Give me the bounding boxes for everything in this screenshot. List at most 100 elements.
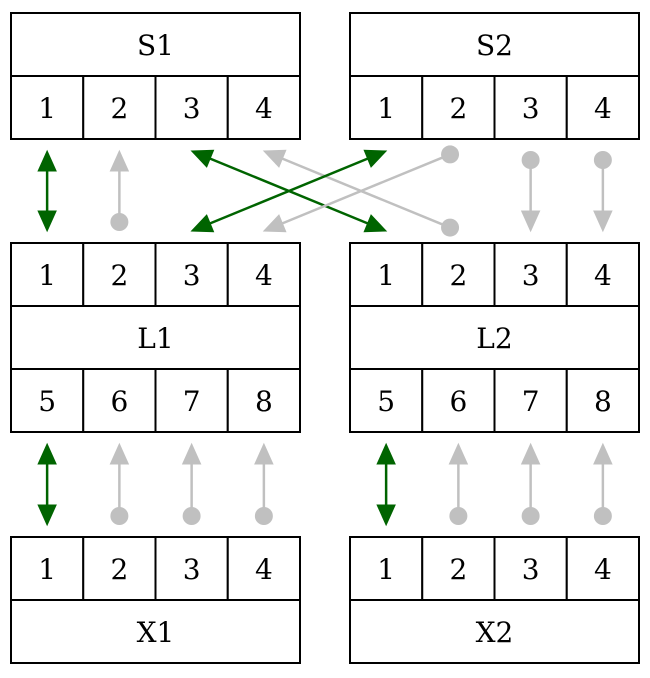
- edge-s1-1-to-l1-1[interactable]: [37, 149, 57, 233]
- port-label: 2: [449, 92, 467, 125]
- port-cell[interactable]: [421, 536, 496, 601]
- edge-start-dot: [521, 151, 540, 169]
- port-l2-2[interactable]: 2: [421, 242, 496, 307]
- edge-l1-7-to-x1-3[interactable]: [181, 442, 202, 525]
- port-s2-4[interactable]: 4: [565, 75, 640, 140]
- port-cell[interactable]: [10, 536, 85, 601]
- port-l1-4[interactable]: 4: [226, 242, 301, 307]
- node-title-cell: [10, 599, 301, 664]
- port-cell[interactable]: [226, 242, 301, 307]
- edge-s1-2-to-l1-2[interactable]: [109, 149, 130, 231]
- port-l1-3[interactable]: 3: [154, 242, 229, 307]
- edge-s1-4-to-l2-2[interactable]: [262, 149, 460, 237]
- edge-start-arrowhead: [363, 149, 388, 168]
- edge-end-dot: [441, 218, 460, 237]
- port-cell[interactable]: [565, 536, 640, 601]
- port-cell[interactable]: [82, 368, 157, 433]
- port-s1-3[interactable]: 3: [154, 75, 229, 140]
- port-l2-1[interactable]: 1: [349, 242, 424, 307]
- port-cell[interactable]: [10, 75, 85, 140]
- port-label: 3: [522, 553, 540, 586]
- edge-line: [281, 157, 451, 229]
- port-label: 6: [110, 385, 128, 418]
- port-label: 4: [594, 259, 612, 292]
- port-cell[interactable]: [493, 368, 568, 433]
- port-x2-3[interactable]: 3: [493, 536, 568, 601]
- edge-end-dot: [521, 507, 540, 525]
- port-cell[interactable]: [226, 75, 301, 140]
- edge-end-arrowhead: [190, 214, 215, 233]
- port-x2-4[interactable]: 4: [565, 536, 640, 601]
- node-title: L1: [137, 322, 173, 355]
- port-s1-1[interactable]: 1: [10, 75, 85, 140]
- node-title: L2: [476, 322, 512, 355]
- edge-l2-7-to-x2-3[interactable]: [520, 442, 541, 525]
- port-cell[interactable]: [421, 75, 496, 140]
- edge-start-arrowhead: [262, 149, 287, 168]
- port-x1-3[interactable]: 3: [154, 536, 229, 601]
- node-title-cell: [10, 12, 301, 77]
- port-l1-5[interactable]: 5: [10, 368, 85, 433]
- port-label: 2: [110, 553, 128, 586]
- edge-l2-6-to-x2-2[interactable]: [448, 442, 469, 525]
- port-l2-3[interactable]: 3: [493, 242, 568, 307]
- port-l2-7[interactable]: 7: [493, 368, 568, 433]
- port-x2-1[interactable]: 1: [349, 536, 424, 601]
- edge-line: [281, 153, 451, 225]
- port-l2-5[interactable]: 5: [349, 368, 424, 433]
- port-label: 5: [377, 385, 395, 418]
- port-cell[interactable]: [349, 242, 424, 307]
- port-l1-2[interactable]: 2: [82, 242, 157, 307]
- port-l2-8[interactable]: 8: [565, 368, 640, 433]
- port-x1-4[interactable]: 4: [226, 536, 301, 601]
- port-x1-2[interactable]: 2: [82, 536, 157, 601]
- edge-end-dot: [182, 507, 201, 525]
- port-l1-6[interactable]: 6: [82, 368, 157, 433]
- port-l2-6[interactable]: 6: [421, 368, 496, 433]
- port-cell[interactable]: [10, 368, 85, 433]
- port-cell[interactable]: [226, 368, 301, 433]
- port-cell[interactable]: [349, 75, 424, 140]
- edge-l1-5-to-x1-1[interactable]: [37, 442, 57, 527]
- port-cell[interactable]: [565, 75, 640, 140]
- edge-l1-8-to-x1-4[interactable]: [254, 442, 274, 525]
- port-l1-8[interactable]: 8: [226, 368, 301, 433]
- port-s1-4[interactable]: 4: [226, 75, 301, 140]
- port-x1-1[interactable]: 1: [10, 536, 85, 601]
- port-s2-2[interactable]: 2: [421, 75, 496, 140]
- node-title: S2: [476, 29, 513, 62]
- port-cell[interactable]: [154, 368, 229, 433]
- port-label: 1: [377, 553, 395, 586]
- port-cell[interactable]: [565, 368, 640, 433]
- edge-l1-6-to-x1-2[interactable]: [109, 442, 130, 525]
- port-l1-7[interactable]: 7: [154, 368, 229, 433]
- port-l2-4[interactable]: 4: [565, 242, 640, 307]
- port-s2-1[interactable]: 1: [349, 75, 424, 140]
- port-cell[interactable]: [10, 242, 85, 307]
- port-l1-1[interactable]: 1: [10, 242, 85, 307]
- edge-s2-3-to-l2-3[interactable]: [520, 151, 541, 233]
- port-label: 1: [38, 553, 56, 586]
- edge-start-arrowhead: [181, 442, 202, 465]
- port-s1-2[interactable]: 2: [82, 75, 157, 140]
- edge-s2-2-to-l1-4[interactable]: [262, 145, 460, 233]
- edge-end-arrowhead: [593, 210, 613, 233]
- port-cell[interactable]: [493, 75, 568, 140]
- edge-l2-5-to-x2-1[interactable]: [376, 442, 396, 527]
- edge-s2-1-to-l1-3[interactable]: [190, 149, 388, 233]
- port-cell[interactable]: [82, 536, 157, 601]
- edge-end-arrowhead: [37, 504, 57, 527]
- node-title: X2: [476, 616, 514, 649]
- port-cell[interactable]: [154, 536, 229, 601]
- edge-s2-4-to-l2-4[interactable]: [593, 151, 613, 233]
- port-s2-3[interactable]: 3: [493, 75, 568, 140]
- edge-l2-8-to-x2-4[interactable]: [593, 442, 613, 525]
- port-cell[interactable]: [349, 536, 424, 601]
- port-x2-2[interactable]: 2: [421, 536, 496, 601]
